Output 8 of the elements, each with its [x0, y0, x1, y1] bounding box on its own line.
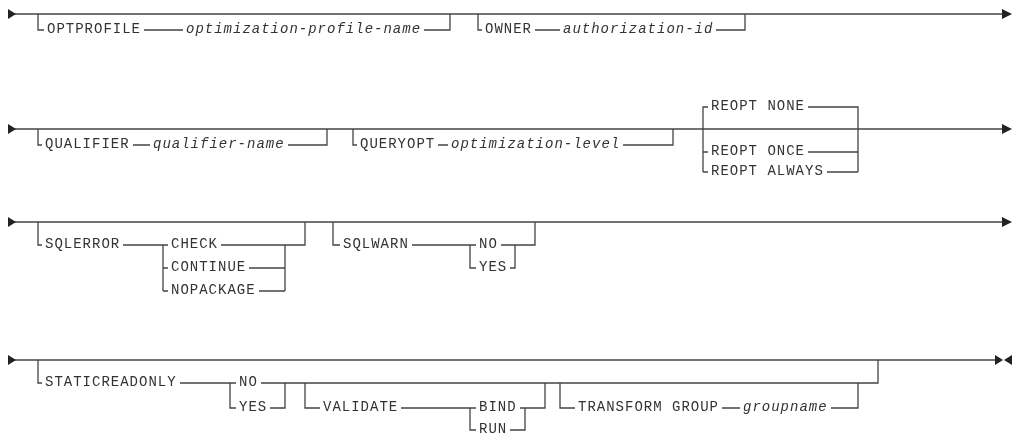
- keyword: SQLWARN: [340, 237, 412, 252]
- parameter-name: groupname: [740, 400, 831, 415]
- parameter-name: qualifier-name: [150, 137, 288, 152]
- parameter-name: optimization-profile-name: [183, 22, 425, 37]
- parameter-name: optimization-level: [448, 137, 624, 152]
- keyword: QUERYOPT: [357, 137, 439, 152]
- keyword: QUALIFIER: [42, 137, 133, 152]
- keyword: SQLERROR: [42, 237, 124, 252]
